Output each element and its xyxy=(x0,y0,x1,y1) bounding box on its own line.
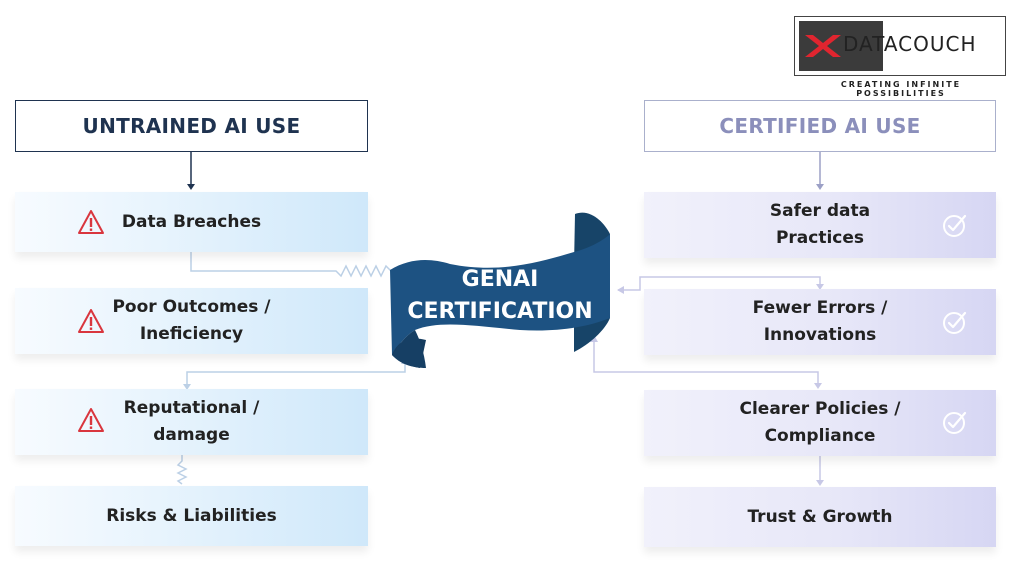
arrowhead xyxy=(401,358,409,364)
warning-icon xyxy=(78,210,104,234)
datacouch-logo: DATACOUCH xyxy=(794,16,1006,76)
check-circle-icon xyxy=(943,311,967,334)
connector-reputation-banner xyxy=(186,362,406,386)
certified-ai-header: CERTIFIED AI USE xyxy=(644,100,996,152)
connector-reputation-risks xyxy=(176,455,188,485)
arrowhead xyxy=(816,480,824,486)
card-label: Poor Outcomes / Ineficiency xyxy=(112,297,271,344)
banner-label: GENAI CERTIFICATION xyxy=(407,267,593,324)
card-label: Data Breaches xyxy=(121,211,262,232)
card-reputational-damage: Reputational / damage xyxy=(15,389,368,455)
connector-breaches-banner xyxy=(190,251,405,278)
logo-tagline: CREATING INFINITE POSSIBILITIES xyxy=(840,80,962,98)
card-poor-outcomes: Poor Outcomes / Ineficiency xyxy=(15,288,368,354)
card-trust-growth: Trust & Growth xyxy=(644,487,996,547)
genai-certification-title: GENAI CERTIFICATION xyxy=(405,264,595,328)
arrowhead xyxy=(816,184,824,190)
arrowhead xyxy=(187,184,195,190)
card-data-breaches: Data Breaches xyxy=(15,192,368,252)
untrained-ai-header: UNTRAINED AI USE xyxy=(15,100,368,152)
card-clearer-policies: Clearer Policies / Compliance xyxy=(644,390,996,456)
logo-brand-text: DATACOUCH xyxy=(843,32,977,56)
check-circle-icon xyxy=(943,411,967,434)
datacouch-logo-mark xyxy=(799,21,883,71)
arrowhead xyxy=(617,286,624,294)
card-label: Fewer Errors / Innovations xyxy=(752,298,888,345)
card-label: Trust & Growth xyxy=(747,506,893,527)
card-label: Safer data Practices xyxy=(769,201,871,248)
card-risks-liabilities: Risks & Liabilities xyxy=(15,486,368,546)
card-fewer-errors: Fewer Errors / Innovations xyxy=(644,289,996,355)
card-safer-data: Safer data Practices xyxy=(644,192,996,258)
card-label: Risks & Liabilities xyxy=(106,505,277,526)
warning-icon xyxy=(78,408,104,432)
arrowhead xyxy=(590,335,598,342)
check-circle-icon xyxy=(943,214,967,237)
card-label: Reputational / damage xyxy=(123,398,260,445)
warning-icon xyxy=(78,309,104,333)
card-label: Clearer Policies / Compliance xyxy=(739,399,901,446)
arrowhead xyxy=(814,383,822,389)
